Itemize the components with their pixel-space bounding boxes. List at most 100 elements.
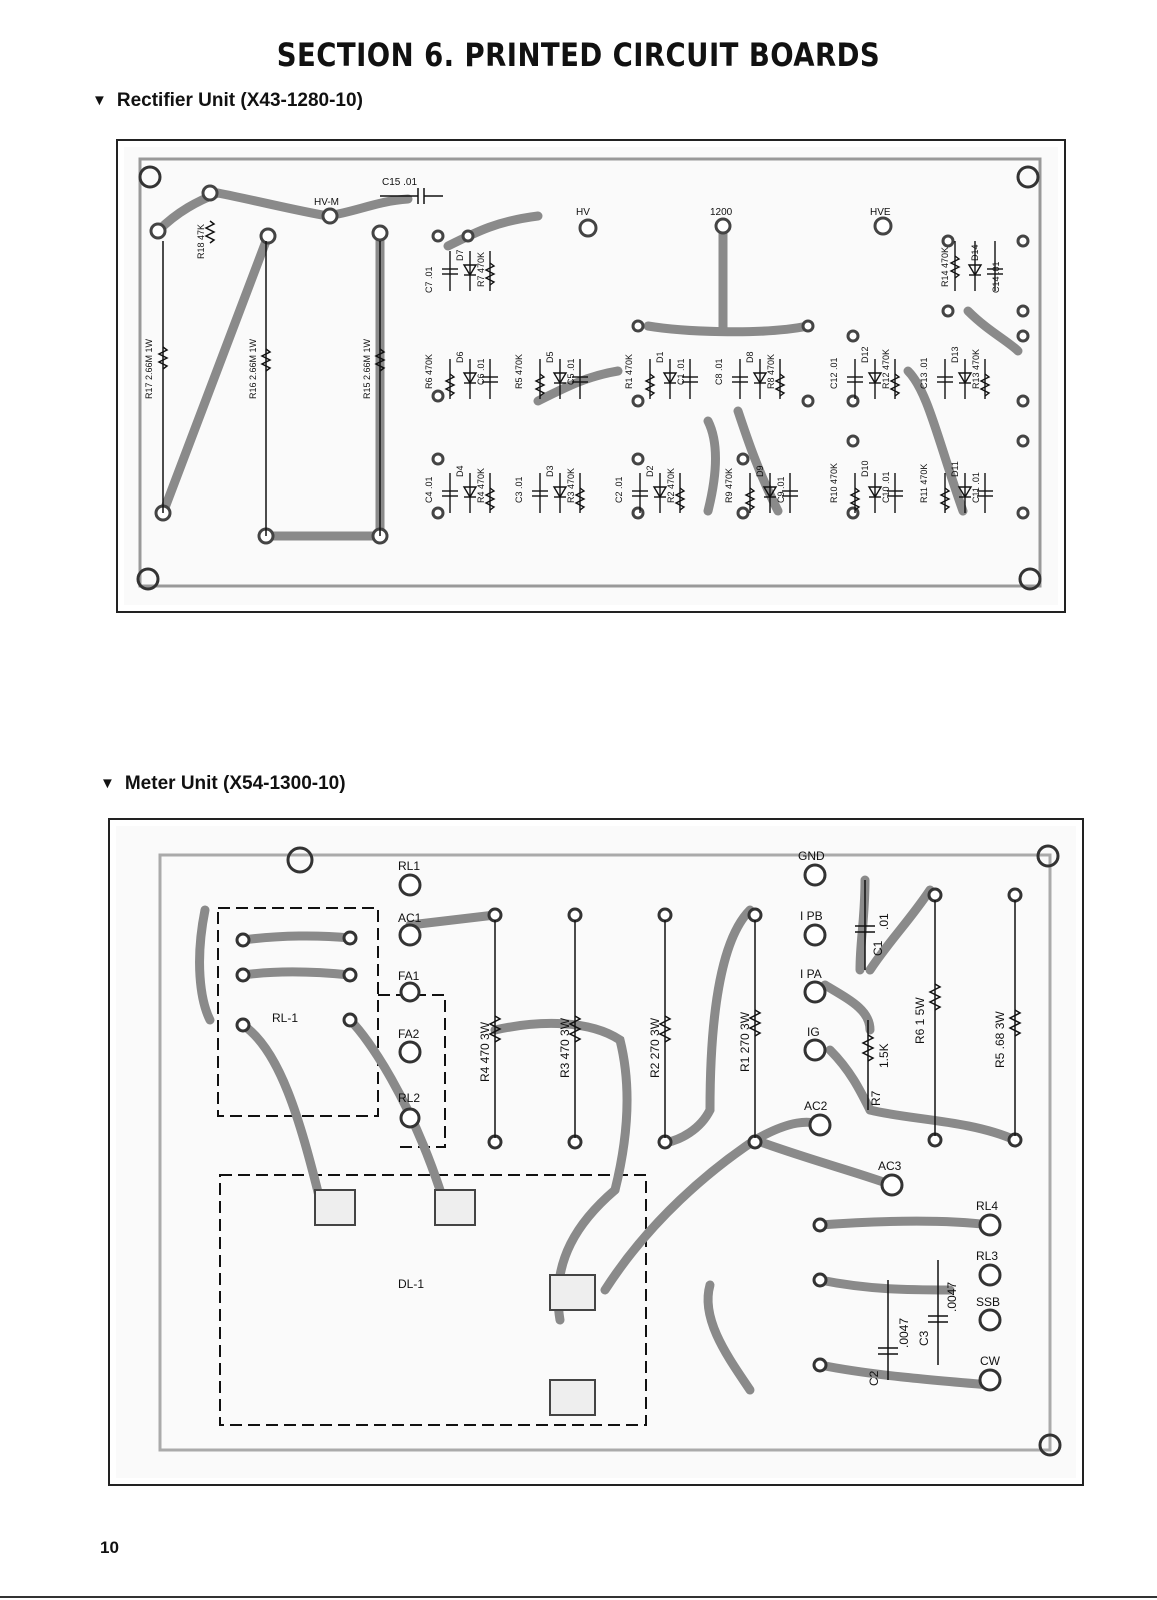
terminal-pad bbox=[873, 216, 893, 236]
label-d5: D5 bbox=[545, 351, 555, 363]
label-r6: R6 1 5W bbox=[913, 997, 927, 1044]
terminal-pad bbox=[714, 217, 732, 235]
terminal-label-fa2: FA2 bbox=[398, 1027, 420, 1041]
terminal-label-rl2: RL2 bbox=[398, 1091, 420, 1105]
terminal-label-ssb: SSB bbox=[976, 1295, 1000, 1309]
label-r12: R12 470K bbox=[881, 349, 891, 389]
terminal-pad bbox=[321, 207, 339, 225]
label-c2-value: .0047 bbox=[897, 1318, 911, 1348]
terminal-pad bbox=[978, 1263, 1002, 1287]
label-c5: C5 .01 bbox=[566, 358, 576, 385]
label-c15: C15 .01 bbox=[382, 177, 417, 188]
terminal-pad bbox=[578, 218, 598, 238]
label-r7: R7 470K bbox=[476, 252, 486, 287]
label-c14: C14 .01 bbox=[991, 261, 1001, 293]
label-d13: D13 bbox=[950, 346, 960, 363]
copper-traces bbox=[153, 188, 1023, 541]
label-c1-value: .01 bbox=[877, 913, 891, 930]
label-d4: D4 bbox=[455, 465, 465, 477]
mounting-hole bbox=[286, 846, 314, 874]
rectifier-board-panel: HV-M HV 1200 HVE C15 .01 R18 47K R17 2.6… bbox=[116, 139, 1066, 613]
label-r9: R9 470K bbox=[724, 468, 734, 503]
mounting-hole bbox=[1038, 1433, 1062, 1457]
terminal-pad bbox=[803, 1038, 827, 1062]
label-c3: C3 .01 bbox=[514, 476, 524, 503]
rectifier-board-drawing: HV-M HV 1200 HVE C15 .01 R18 47K R17 2.6… bbox=[124, 147, 1058, 605]
label-d9: D9 bbox=[755, 465, 765, 477]
terminal-pad bbox=[978, 1213, 1002, 1237]
terminal-pad bbox=[978, 1368, 1002, 1392]
label-r8: R8 470K bbox=[766, 354, 776, 389]
terminal-pad bbox=[399, 981, 421, 1003]
terminal-pad bbox=[398, 873, 422, 897]
label-r11: R11 470K bbox=[919, 464, 929, 503]
label-r17: R17 2.66M 1W bbox=[144, 338, 154, 399]
terminal-pad bbox=[978, 1308, 1002, 1332]
mounting-hole bbox=[1016, 165, 1040, 189]
terminal-label-ig: IG bbox=[807, 1025, 820, 1039]
label-r13: R13 470K bbox=[971, 349, 981, 389]
terminal-pad bbox=[803, 980, 827, 1004]
label-r14: R14 470K bbox=[940, 247, 950, 287]
terminal-pad bbox=[398, 1040, 422, 1064]
label-c12: C12 .01 bbox=[829, 357, 839, 389]
label-r5: R5 470K bbox=[514, 354, 524, 389]
label-r7: R7 bbox=[869, 1090, 883, 1106]
terminal-pad bbox=[803, 923, 827, 947]
terminal-label-rl3: RL3 bbox=[976, 1249, 998, 1263]
meter-board-panel: RL1 AC1 FA1 FA2 RL2 GND I PB I PA IG AC2… bbox=[108, 818, 1084, 1486]
terminal-label-1200: 1200 bbox=[710, 207, 733, 218]
label-dl-block: DL-1 bbox=[398, 1277, 424, 1291]
page-number: 10 bbox=[100, 1538, 119, 1557]
label-r6: R6 470K bbox=[424, 354, 434, 389]
label-r1: R1 470K bbox=[624, 354, 634, 389]
mounting-hole bbox=[1036, 844, 1060, 868]
page-title: SECTION 6. PRINTED CIRCUIT BOARDS bbox=[276, 36, 881, 74]
mounting-hole bbox=[1018, 567, 1042, 591]
label-c1: C1 .01 bbox=[676, 358, 686, 385]
label-c11: C11 .01 bbox=[971, 472, 981, 503]
component-cells bbox=[442, 241, 1003, 513]
terminal-label-ac1: AC1 bbox=[398, 911, 422, 925]
terminal-label-ipb: I PB bbox=[800, 909, 823, 923]
label-d11: D11 bbox=[950, 461, 960, 477]
terminal-pad bbox=[808, 1113, 832, 1137]
label-r3: R3 470 3W bbox=[558, 1017, 572, 1078]
label-c3-value: .0047 bbox=[945, 1282, 959, 1312]
label-r1: R1 270 3W bbox=[738, 1011, 752, 1072]
label-d10: D10 bbox=[860, 460, 870, 477]
terminal-label-gnd: GND bbox=[798, 849, 825, 863]
label-r18: R18 47K bbox=[196, 224, 206, 259]
label-d12: D12 bbox=[860, 346, 870, 363]
page-bottom-rule bbox=[0, 1596, 1157, 1598]
label-c9: C9 .01 bbox=[776, 476, 786, 503]
terminal-label-hv: HV bbox=[576, 207, 590, 218]
label-c3: C3 bbox=[917, 1330, 931, 1346]
label-r16: R16 2.66M 1W bbox=[248, 338, 258, 399]
label-d3: D3 bbox=[545, 465, 555, 477]
label-r7-value: 1.5K bbox=[877, 1043, 891, 1068]
triangle-bullet-icon: ▼ bbox=[92, 92, 107, 109]
label-c13: C13 .01 bbox=[919, 357, 929, 389]
board-outline bbox=[138, 157, 1042, 588]
triangle-bullet-icon: ▼ bbox=[100, 775, 115, 792]
terminal-label-hve: HVE bbox=[870, 207, 891, 218]
delay-line-outline bbox=[219, 1174, 647, 1426]
meter-heading: ▼Meter Unit (X54-1300-10) bbox=[100, 773, 346, 795]
rectifier-heading-text: Rectifier Unit (X43-1280-10) bbox=[116, 90, 363, 111]
label-c8: C8 .01 bbox=[714, 358, 724, 385]
label-c6: C6 .01 bbox=[476, 358, 486, 385]
label-r3: R3 470K bbox=[566, 468, 576, 503]
label-c10: C10 .01 bbox=[881, 471, 891, 503]
terminal-pad bbox=[803, 863, 827, 887]
label-c4: C4 .01 bbox=[424, 476, 434, 503]
label-c7: C7 .01 bbox=[424, 266, 434, 293]
label-r4: R4 470 3W bbox=[478, 1021, 492, 1082]
terminal-label-hvm: HV-M bbox=[314, 197, 339, 208]
terminal-label-ac2: AC2 bbox=[804, 1099, 828, 1113]
label-d1: D1 bbox=[655, 351, 665, 363]
label-d14: D14 bbox=[970, 244, 980, 261]
label-r2: R2 470K bbox=[666, 468, 676, 503]
terminal-label-rl4: RL4 bbox=[976, 1199, 998, 1213]
label-c1: C1 bbox=[871, 940, 885, 956]
